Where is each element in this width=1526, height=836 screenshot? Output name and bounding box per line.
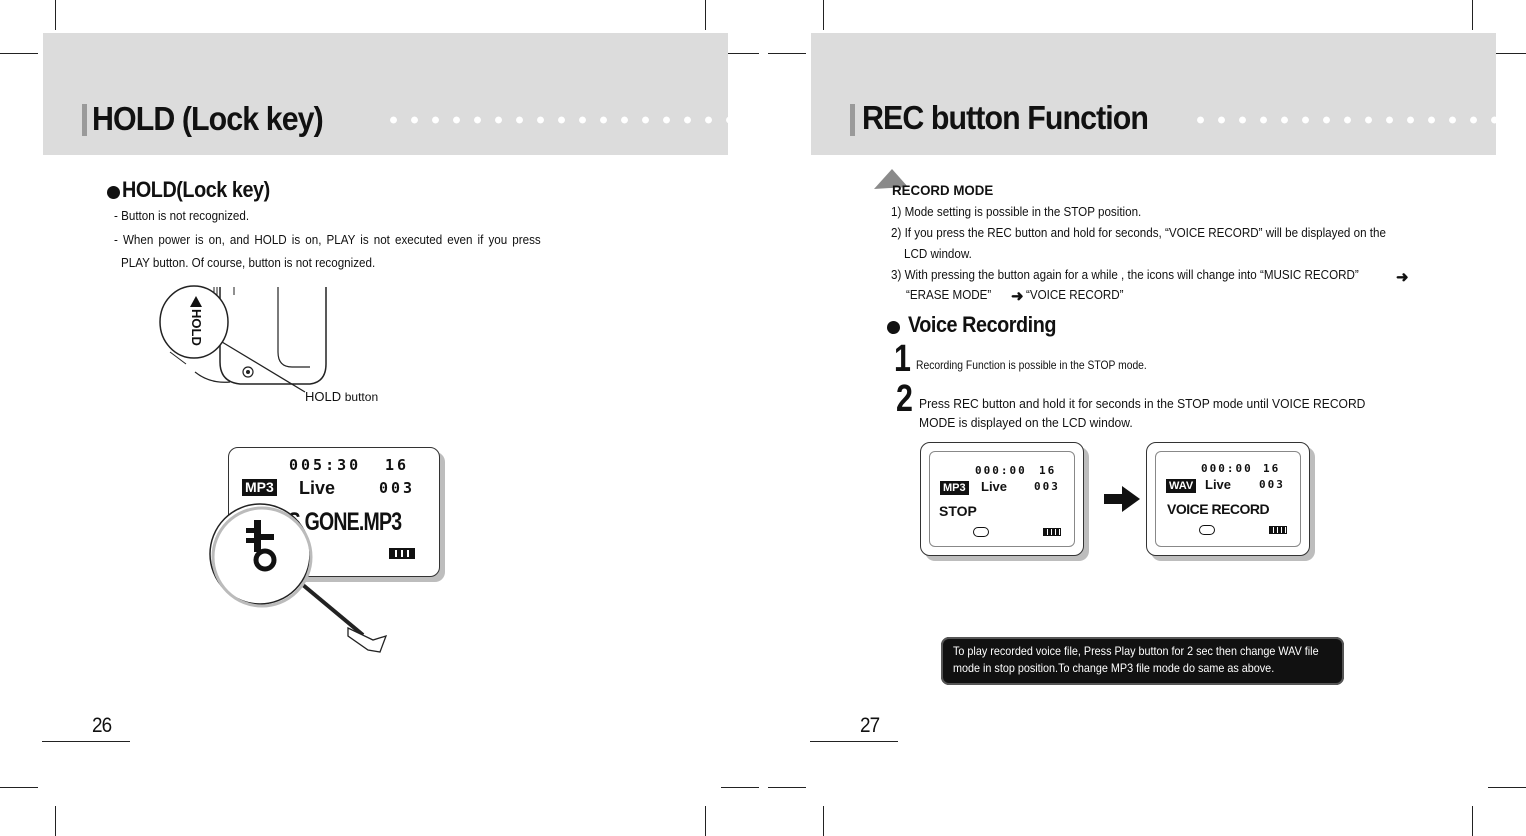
arrow-right-icon: ➜ (1011, 288, 1024, 305)
crop-mark (0, 787, 38, 788)
lcd-status: VOICE RECORD (1167, 501, 1270, 517)
right-page-title: REC button Function (862, 99, 1149, 136)
lcd-track: 003 (379, 479, 416, 497)
callout-label: button (344, 390, 379, 404)
left-page-number: 26 (92, 714, 112, 737)
key-magnifier-icon (209, 503, 388, 653)
crop-mark (1472, 806, 1473, 836)
right-page-number: 27 (860, 714, 880, 737)
left-header-accent (82, 104, 87, 136)
lcd-volume: 16 (1263, 462, 1281, 475)
step-number: 2 (896, 378, 913, 420)
callout-label: HOLD (305, 389, 342, 404)
left-text-line: - Button is not recognized. (114, 209, 250, 223)
crop-mark (768, 787, 806, 788)
left-section-title: HOLD(Lock key) (122, 177, 270, 202)
record-line: “VOICE RECORD” (1026, 288, 1124, 302)
note-line: To play recorded voice file, Press Play … (953, 644, 1319, 658)
record-line: 2) If you press the REC button and hold … (891, 226, 1386, 240)
crop-mark (721, 787, 759, 788)
record-line: 3) With pressing the button again for a … (891, 268, 1359, 282)
bullet-icon (887, 321, 900, 334)
lcd-mode-badge: WAV (1167, 480, 1196, 492)
lcd-eq: Live (299, 478, 336, 498)
left-header-dots (383, 114, 728, 126)
step-text: Press REC button and hold it for seconds… (919, 396, 1366, 411)
crop-mark (705, 806, 706, 836)
crop-mark (823, 806, 824, 836)
battery-icon (1269, 526, 1287, 534)
repeat-icon (1199, 525, 1215, 535)
step-number: 1 (894, 338, 911, 380)
crop-mark (1488, 787, 1526, 788)
lcd-time: 000:00 (975, 464, 1027, 477)
right-page-rule (810, 741, 898, 742)
record-mode-title: RECORD MODE (892, 182, 994, 198)
crop-mark (768, 53, 806, 54)
hold-switch-label: HOLD (184, 296, 208, 356)
crop-mark (1488, 53, 1526, 54)
crop-mark (721, 53, 759, 54)
lcd-eq: Live (1205, 477, 1232, 492)
left-page-title: HOLD (Lock key) (92, 100, 324, 137)
bullet-icon (107, 186, 120, 199)
record-line: “ERASE MODE” (906, 288, 992, 302)
left-text-line: PLAY button. Of course, button is not re… (121, 256, 376, 270)
left-text-line: - When power is on, and HOLD is on, PLAY… (114, 233, 541, 247)
hold-button-callout: HOLD button (305, 389, 378, 404)
right-header-dots (1190, 114, 1496, 126)
transition-arrow-icon (1104, 486, 1140, 512)
note-line: mode in stop position.To change MP3 file… (953, 661, 1275, 675)
playback-note: To play recorded voice file, Press Play … (941, 637, 1344, 685)
crop-mark (705, 0, 706, 30)
lcd-time: 005:30 (289, 456, 362, 474)
lcd-volume: 16 (1039, 464, 1057, 477)
step-text: Recording Function is possible in the ST… (916, 358, 1147, 372)
left-header-band (43, 33, 728, 155)
right-header-band (811, 33, 1496, 155)
device-hold-illustration (159, 285, 327, 393)
lcd-track: 003 (1259, 478, 1285, 491)
record-line: LCD window. (904, 247, 972, 261)
arrow-right-icon: ➜ (1396, 269, 1409, 286)
lcd-time: 000:00 (1201, 462, 1253, 475)
left-page-rule (42, 741, 130, 742)
lcd-mode-badge: MP3 (243, 479, 276, 495)
crop-mark (823, 0, 824, 30)
crop-mark (0, 53, 38, 54)
crop-mark (55, 806, 56, 836)
battery-icon (1043, 528, 1061, 536)
lcd-voice-record-screen: 000:00 16 WAV Live 003 VOICE RECORD (1146, 442, 1310, 556)
lcd-mode-badge: MP3 (941, 482, 968, 494)
repeat-icon (973, 527, 989, 537)
crop-mark (1472, 0, 1473, 30)
lcd-volume: 16 (385, 456, 410, 474)
lcd-eq: Live (981, 479, 1008, 494)
crop-mark (55, 0, 56, 30)
triangle-marker-icon (874, 169, 908, 189)
step-text: MODE is displayed on the LCD window. (919, 415, 1133, 430)
lcd-status: STOP (939, 503, 977, 519)
right-header-accent (850, 104, 855, 136)
battery-icon (389, 548, 415, 559)
record-line: 1) Mode setting is possible in the STOP … (891, 205, 1142, 219)
lcd-stop-screen: 000:00 16 MP3 Live 003 STOP (920, 442, 1084, 556)
right-section-title: Voice Recording (908, 312, 1057, 337)
lcd-track: 003 (1034, 480, 1060, 493)
